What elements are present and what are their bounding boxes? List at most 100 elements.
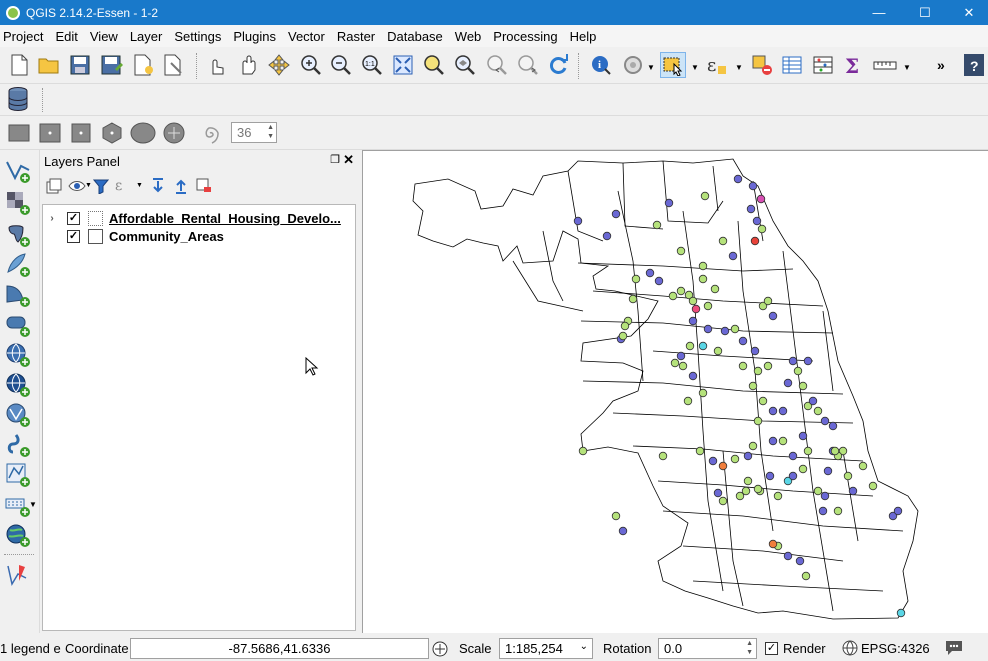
- remove-layer-icon[interactable]: [196, 178, 212, 194]
- add-oracle-layer-icon[interactable]: [4, 312, 32, 338]
- scale-combobox[interactable]: 1:185,254 ⌄: [499, 638, 593, 659]
- filter-by-expression-icon[interactable]: ε: [114, 176, 132, 194]
- crs-value[interactable]: EPSG:4326: [861, 641, 930, 656]
- chevron-down-icon[interactable]: ▼: [85, 182, 92, 189]
- spin-arrows-icon[interactable]: ▲▼: [746, 640, 753, 656]
- manage-visibility-icon[interactable]: [68, 178, 86, 194]
- chevron-down-icon[interactable]: ▼: [136, 182, 143, 189]
- expand-arrow-icon[interactable]: ›: [50, 212, 54, 224]
- add-wms-layer-icon[interactable]: [4, 342, 32, 368]
- add-mssql-layer-icon[interactable]: [4, 282, 32, 308]
- run-feature-action-icon[interactable]: [620, 52, 646, 78]
- maximize-button[interactable]: ☐: [919, 4, 931, 20]
- refresh-icon[interactable]: [545, 52, 571, 78]
- crs-globe-icon[interactable]: [842, 640, 858, 656]
- chevron-down-icon[interactable]: ▼: [29, 500, 37, 509]
- measure-icon[interactable]: [872, 52, 898, 78]
- zoom-to-selection-icon[interactable]: [421, 52, 447, 78]
- chevron-down-icon[interactable]: ▼: [647, 63, 655, 72]
- layer-row-affordable-housing[interactable]: › ✓ Affordable_Rental_Housing_Develo...: [43, 209, 355, 227]
- layer-visibility-checkbox[interactable]: ✓: [67, 229, 80, 243]
- sum-icon[interactable]: Σ: [840, 52, 866, 78]
- map-canvas[interactable]: [362, 150, 988, 633]
- add-wcs-layer-icon[interactable]: [4, 372, 32, 398]
- layer-row-community-areas[interactable]: ✓ Community_Areas: [43, 227, 355, 245]
- chevron-down-icon[interactable]: ▼: [691, 63, 699, 72]
- db-manager-icon[interactable]: [5, 86, 31, 112]
- menu-edit[interactable]: Edit: [55, 28, 78, 44]
- chevron-down-icon[interactable]: ▼: [903, 63, 911, 72]
- zoom-in-icon[interactable]: [298, 52, 324, 78]
- messages-icon[interactable]: [944, 639, 964, 657]
- menu-project[interactable]: Project: [3, 28, 44, 44]
- menu-settings[interactable]: Settings: [174, 28, 222, 44]
- zoom-last-icon[interactable]: [484, 52, 510, 78]
- filter-legend-icon[interactable]: [93, 178, 109, 194]
- toolbar-overflow-icon[interactable]: »: [937, 57, 945, 73]
- save-project-icon[interactable]: [67, 52, 93, 78]
- new-print-composer-icon[interactable]: [130, 52, 156, 78]
- menu-layer[interactable]: Layer: [129, 28, 163, 44]
- rotation-spinbox[interactable]: 0.0 ▲▼: [658, 638, 757, 659]
- zoom-out-icon[interactable]: [328, 52, 354, 78]
- add-group-icon[interactable]: [46, 178, 62, 194]
- add-rectangle-icon[interactable]: [6, 120, 32, 146]
- close-panel-icon[interactable]: ✕: [343, 152, 354, 167]
- zoom-full-icon[interactable]: [390, 52, 416, 78]
- attribute-table-icon[interactable]: [779, 52, 805, 78]
- add-delimited-text-layer-icon[interactable]: [4, 432, 32, 458]
- open-project-icon[interactable]: [36, 52, 62, 78]
- add-circle-from-center-icon[interactable]: [161, 120, 187, 146]
- add-square-from-center-icon[interactable]: [37, 120, 63, 146]
- select-features-icon[interactable]: [660, 52, 686, 78]
- select-by-expression-icon[interactable]: ε: [704, 52, 730, 78]
- menu-vector[interactable]: Vector: [287, 28, 325, 44]
- minimize-button[interactable]: —: [872, 5, 886, 20]
- zoom-native-icon[interactable]: 1:1: [359, 52, 385, 78]
- help-icon[interactable]: ?: [962, 52, 986, 78]
- statistics-icon[interactable]: [810, 52, 836, 78]
- close-button[interactable]: ✕: [963, 4, 975, 20]
- layer-visibility-checkbox[interactable]: ✓: [67, 211, 80, 225]
- add-virtual-layer-icon[interactable]: [4, 522, 32, 548]
- pan-to-selection-icon[interactable]: [266, 52, 292, 78]
- float-panel-icon[interactable]: ❐: [330, 154, 340, 166]
- zoom-next-icon[interactable]: [515, 52, 541, 78]
- menu-view[interactable]: View: [89, 28, 118, 44]
- identify-features-icon[interactable]: i: [588, 52, 614, 78]
- render-checkbox[interactable]: ✓: [765, 642, 778, 655]
- add-spatialite-layer-icon[interactable]: [4, 252, 32, 278]
- menu-help[interactable]: Help: [569, 28, 597, 44]
- chevron-down-icon[interactable]: ⌄: [579, 641, 588, 652]
- new-project-icon[interactable]: [6, 52, 32, 78]
- menu-processing[interactable]: Processing: [493, 28, 558, 44]
- add-wfs-layer-icon[interactable]: [4, 402, 32, 428]
- spin-arrows-icon[interactable]: ▲▼: [267, 124, 274, 140]
- digitizing-tool-icon[interactable]: [4, 562, 32, 588]
- save-as-icon[interactable]: [99, 52, 125, 78]
- pan-map-icon[interactable]: [235, 52, 261, 78]
- expand-all-icon[interactable]: [150, 178, 166, 194]
- segments-spinbox[interactable]: 36 ▲▼: [231, 122, 277, 143]
- add-vector-layer-icon[interactable]: [4, 158, 32, 184]
- add-spiral-icon[interactable]: [197, 120, 223, 146]
- add-polygon-from-center-icon[interactable]: [99, 120, 125, 146]
- composer-manager-icon[interactable]: [160, 52, 186, 78]
- add-postgis-layer-icon[interactable]: [4, 222, 32, 248]
- touch-zoom-icon[interactable]: [203, 52, 229, 78]
- menu-plugins[interactable]: Plugins: [233, 28, 276, 44]
- menu-database[interactable]: Database: [387, 28, 443, 44]
- add-raster-layer-icon[interactable]: [4, 190, 32, 216]
- zoom-to-layer-icon[interactable]: [452, 52, 478, 78]
- add-ellipse-icon[interactable]: [130, 120, 156, 146]
- chevron-down-icon[interactable]: ▼: [735, 63, 743, 72]
- new-gps-layer-icon[interactable]: [4, 492, 32, 518]
- collapse-all-icon[interactable]: [173, 178, 189, 194]
- add-rectangle-from-center-icon[interactable]: [68, 120, 94, 146]
- toggle-extents-icon[interactable]: [431, 640, 449, 658]
- coordinate-field[interactable]: -87.5686,41.6336: [130, 638, 429, 659]
- new-shapefile-layer-icon[interactable]: [4, 462, 32, 488]
- menu-web[interactable]: Web: [454, 28, 482, 44]
- menu-raster[interactable]: Raster: [336, 28, 376, 44]
- deselect-all-icon[interactable]: [749, 52, 775, 78]
